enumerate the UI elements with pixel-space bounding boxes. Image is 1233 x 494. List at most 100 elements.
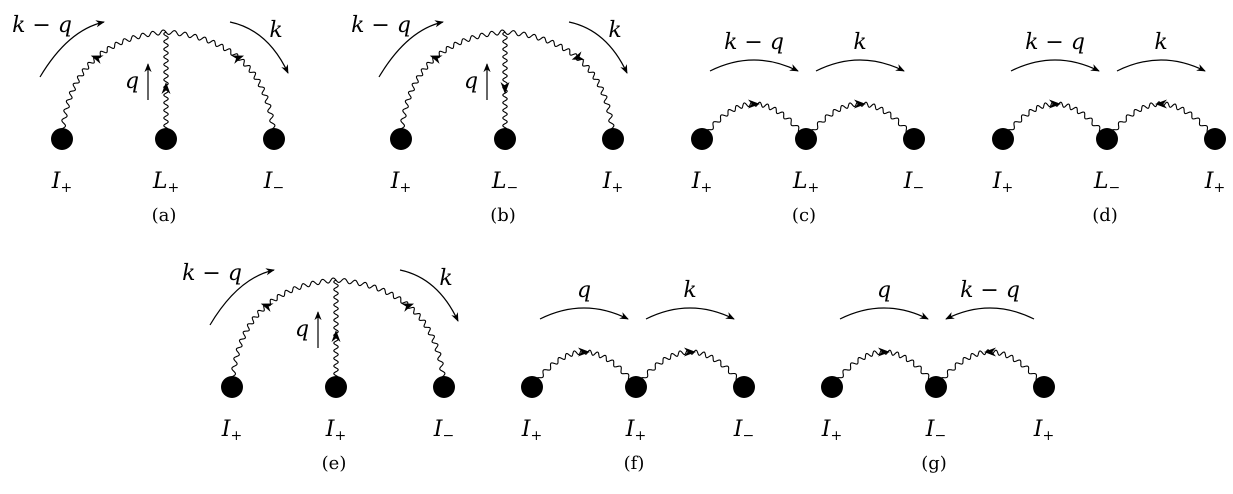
vertex-dot-2: [1204, 128, 1226, 150]
vertex-dot-0: [992, 128, 1014, 150]
momentum-arrow-left: [1010, 59, 1100, 72]
line-arrow-middle: [161, 82, 171, 94]
momentum-arrow-right: [1116, 59, 1206, 72]
line-arrow-middle: [500, 82, 510, 94]
photon-line-right: [504, 30, 616, 140]
vertex-dot-0: [390, 128, 412, 150]
momentum-label-left: q: [577, 278, 591, 303]
vertex-label-2: I+: [602, 169, 623, 196]
momentum-label-middle: q: [295, 317, 309, 342]
vertex-label-2: I−: [433, 417, 454, 444]
momentum-label-right: k: [439, 266, 452, 291]
vertex-label-0: I+: [51, 169, 72, 196]
momentum-label-right: k: [1154, 30, 1167, 55]
diagram-caption: (a): [152, 205, 177, 226]
vertex-dot-1: [155, 128, 177, 150]
diagram-caption: (g): [921, 453, 947, 474]
momentum-arrow-right: [945, 307, 1035, 320]
momentum-arrow-left: [839, 307, 929, 320]
line-arrow-left: [429, 55, 443, 64]
vertex-dot-0: [221, 376, 243, 398]
momentum-label-right: k − q: [960, 278, 1020, 303]
vertex-dot-1: [625, 376, 647, 398]
photon-line-right: [635, 349, 745, 388]
vertex-label-1: L+: [792, 169, 819, 196]
diagram-caption: (e): [322, 453, 347, 474]
momentum-arrow-left: [709, 59, 799, 72]
momentum-label-left: k − q: [351, 13, 411, 38]
line-arrow-left: [578, 347, 590, 357]
line-arrow-left: [90, 55, 104, 64]
vertex-dot-0: [821, 376, 843, 398]
momentum-label-middle: q: [464, 69, 478, 94]
line-arrow-middle: [331, 330, 341, 342]
momentum-arrow-right: [568, 21, 628, 74]
vertex-dot-2: [433, 376, 455, 398]
momentum-arrow-left: [539, 307, 629, 320]
diagram-d: k − q kI+ L− I+ (d): [992, 30, 1226, 226]
momentum-label-left: k − q: [12, 13, 72, 38]
diagram-caption: (f): [624, 453, 645, 474]
photon-line-left: [1002, 101, 1108, 140]
photon-line-left: [531, 349, 637, 388]
photon-line-left: [229, 277, 337, 388]
momentum-arrow-right: [645, 307, 735, 320]
diagram-b: k − q k qI+ L− I+ (b): [351, 13, 628, 226]
photon-line-middle: [502, 31, 508, 140]
line-arrow-right: [231, 55, 244, 64]
momentum-arrow-right: [229, 21, 289, 74]
vertex-dot-1: [494, 128, 516, 150]
line-arrow-right: [401, 303, 414, 312]
momentum-label-left: q: [877, 278, 891, 303]
momentum-label-right: k: [608, 18, 621, 43]
photon-line-right: [335, 278, 447, 388]
vertex-dot-0: [691, 128, 713, 150]
photon-line-left: [59, 29, 167, 140]
momentum-label-left: k − q: [724, 30, 784, 55]
line-arrow-left: [748, 99, 760, 109]
vertex-dot-1: [925, 376, 947, 398]
momentum-label-right: k: [683, 278, 696, 303]
vertex-label-0: I+: [521, 417, 542, 444]
vertex-dot-1: [325, 376, 347, 398]
line-arrow-left: [878, 347, 890, 357]
vertex-label-0: I+: [992, 169, 1013, 196]
photon-line-right: [165, 30, 277, 140]
momentum-label-right: k: [853, 30, 866, 55]
line-arrow-right: [684, 347, 696, 357]
diagram-caption: (c): [792, 205, 816, 226]
photon-line-right: [805, 101, 915, 140]
momentum-arrow-right: [399, 269, 459, 322]
diagram-caption: (b): [490, 205, 516, 226]
momentum-arrow-left: [39, 20, 105, 78]
momentum-arrow-right: [815, 59, 905, 72]
vertex-label-1: L−: [1093, 169, 1120, 196]
vertex-label-0: I+: [390, 169, 411, 196]
vertex-label-2: I+: [1033, 417, 1054, 444]
vertex-dot-2: [733, 376, 755, 398]
vertex-label-2: I−: [903, 169, 924, 196]
line-arrow-right: [854, 99, 866, 109]
vertex-dot-1: [795, 128, 817, 150]
photon-line-right: [935, 349, 1045, 388]
diagram-caption: (d): [1092, 205, 1118, 226]
vertex-dot-0: [51, 128, 73, 150]
line-arrow-right: [571, 51, 585, 60]
vertex-dot-2: [602, 128, 624, 150]
vertex-label-0: I+: [821, 417, 842, 444]
vertex-label-2: I−: [263, 169, 284, 196]
vertex-dot-2: [1033, 376, 1055, 398]
vertex-label-2: I+: [1204, 169, 1225, 196]
momentum-label-left: k − q: [1025, 30, 1085, 55]
vertex-label-1: L−: [491, 169, 518, 196]
momentum-arrow-left: [209, 268, 275, 326]
vertex-label-0: I+: [691, 169, 712, 196]
momentum-label-middle: q: [125, 69, 139, 94]
line-arrow-left: [260, 303, 274, 312]
momentum-label-left: k − q: [182, 261, 242, 286]
vertex-label-0: I+: [221, 417, 242, 444]
